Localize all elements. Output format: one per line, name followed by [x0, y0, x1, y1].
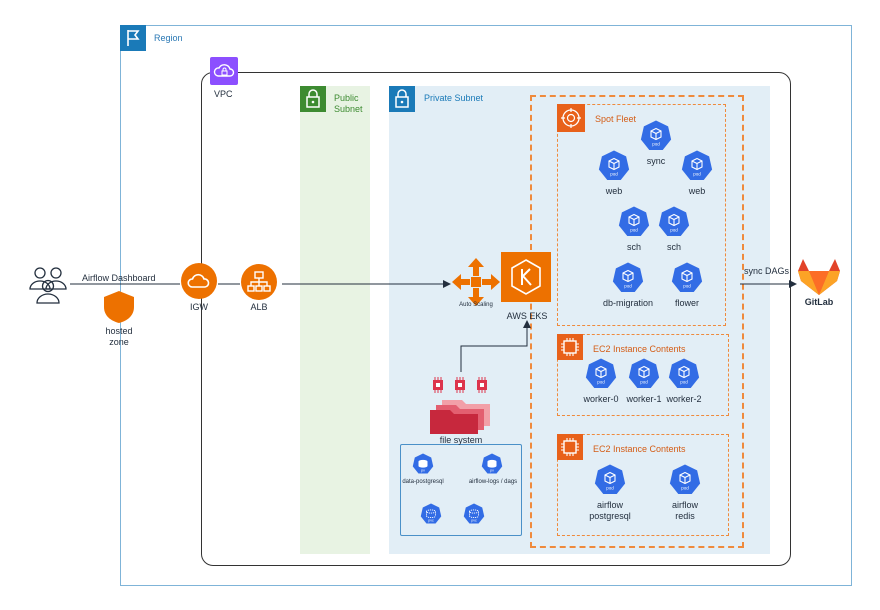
folder-icon: [428, 398, 492, 434]
svg-text:pv: pv: [490, 469, 494, 473]
pod-icon: pod: [585, 358, 617, 390]
pod-label-airflow-redis: airflow redis: [671, 500, 698, 521]
svg-text:pod: pod: [681, 486, 689, 491]
pod-label-db-migration: db-migration: [602, 298, 654, 308]
public-subnet-label: Public Subnet: [334, 93, 363, 114]
hosted-zone-label: hosted zone: [105, 326, 133, 347]
airflow-dashboard-label: Airflow Dashboard: [82, 273, 156, 283]
eks-to-filesystem-edge: [460, 322, 528, 372]
chip-icon: [557, 434, 583, 460]
svg-text:pod: pod: [680, 380, 688, 385]
shield-icon: [102, 290, 136, 324]
svg-text:pod: pod: [630, 228, 638, 233]
users-icon: [26, 262, 70, 306]
svg-text:pod: pod: [606, 486, 614, 491]
pod-icon: pod: [628, 358, 660, 390]
gitlab-icon: [798, 258, 840, 296]
pod-icon: pod: [640, 120, 672, 152]
pod-label-worker-0: worker-0: [583, 394, 619, 404]
cloud-lock-icon: [210, 57, 238, 85]
pod-icon: pod: [594, 464, 626, 496]
pod-icon: pod: [618, 206, 650, 238]
file-system-label: file system: [439, 435, 483, 445]
ec2-services-label: EC2 Instance Contents: [593, 444, 686, 454]
private-subnet-label: Private Subnet: [424, 93, 484, 103]
svg-text:pod: pod: [670, 228, 678, 233]
network-tree-icon: [240, 263, 278, 301]
svg-text:pod: pod: [683, 284, 691, 289]
pv-icon: pv: [412, 453, 434, 475]
auto-scaling-group: [530, 95, 744, 548]
pod-label-worker-1: worker-1: [626, 394, 662, 404]
alb-label: ALB: [250, 302, 268, 312]
svg-text:pod: pod: [624, 284, 632, 289]
svg-text:pod: pod: [610, 172, 618, 177]
svg-text:pv: pv: [421, 469, 425, 473]
pod-label-airflow-postgresql: airflow postgresql: [589, 500, 631, 521]
pv-label-data-postgresql: data-postgresql: [402, 479, 444, 485]
chip-icon: [430, 377, 492, 393]
padlock-icon: [300, 86, 326, 112]
spot-fleet-group: [557, 104, 726, 326]
flag-icon: [120, 25, 146, 51]
arrows-icon: [452, 258, 500, 306]
cloud-icon: [180, 262, 218, 300]
pod-icon: pod: [612, 262, 644, 294]
svg-text:pod: pod: [652, 142, 660, 147]
svg-text:pod: pod: [640, 380, 648, 385]
pod-icon: pod: [671, 262, 703, 294]
ec2-workers-label: EC2 Instance Contents: [593, 344, 686, 354]
pod-label-web: web: [605, 186, 623, 196]
pod-label-sch: sch: [666, 242, 681, 252]
svg-text:pvc: pvc: [471, 519, 477, 523]
ec2-services-group: [557, 434, 729, 536]
svg-text:pod: pod: [597, 380, 605, 385]
pod-icon: pod: [598, 150, 630, 182]
spot-fleet-label: Spot Fleet: [595, 114, 637, 124]
padlock-icon: [389, 86, 415, 112]
region-label: Region: [154, 33, 183, 43]
pod-label-flower: flower: [674, 298, 699, 308]
pod-label-sync: sync: [646, 156, 666, 166]
auto-scaling-label: Auto Scaling: [459, 302, 493, 308]
pv-label-airflow-logs-dags: airflow-logs / dags: [468, 479, 518, 485]
svg-text:pvc: pvc: [428, 519, 434, 523]
pod-icon: pod: [669, 464, 701, 496]
sync-dags-label: sync DAGs: [744, 266, 790, 276]
public-subnet: [300, 86, 370, 554]
pod-label-worker-2: worker-2: [666, 394, 702, 404]
pod-icon: pod: [658, 206, 690, 238]
ec2-workers-group: [557, 334, 729, 416]
pvc-icon: pvc: [463, 503, 485, 525]
vpc-container: [201, 72, 791, 566]
igw-label: IGW: [190, 302, 208, 312]
eks-label: AWS EKS: [506, 311, 548, 321]
vpc-label: VPC: [214, 89, 233, 99]
pv-icon: pv: [481, 453, 503, 475]
pvc-icon: pvc: [420, 503, 442, 525]
pod-icon: pod: [681, 150, 713, 182]
svg-text:pod: pod: [693, 172, 701, 177]
kubernetes-icon: [501, 252, 551, 302]
chip-icon: [557, 334, 583, 360]
gitlab-label: GitLab: [804, 297, 834, 307]
pod-label-sch: sch: [626, 242, 641, 252]
pod-label-web: web: [688, 186, 706, 196]
spot-fleet-icon: [557, 104, 585, 132]
pod-icon: pod: [668, 358, 700, 390]
